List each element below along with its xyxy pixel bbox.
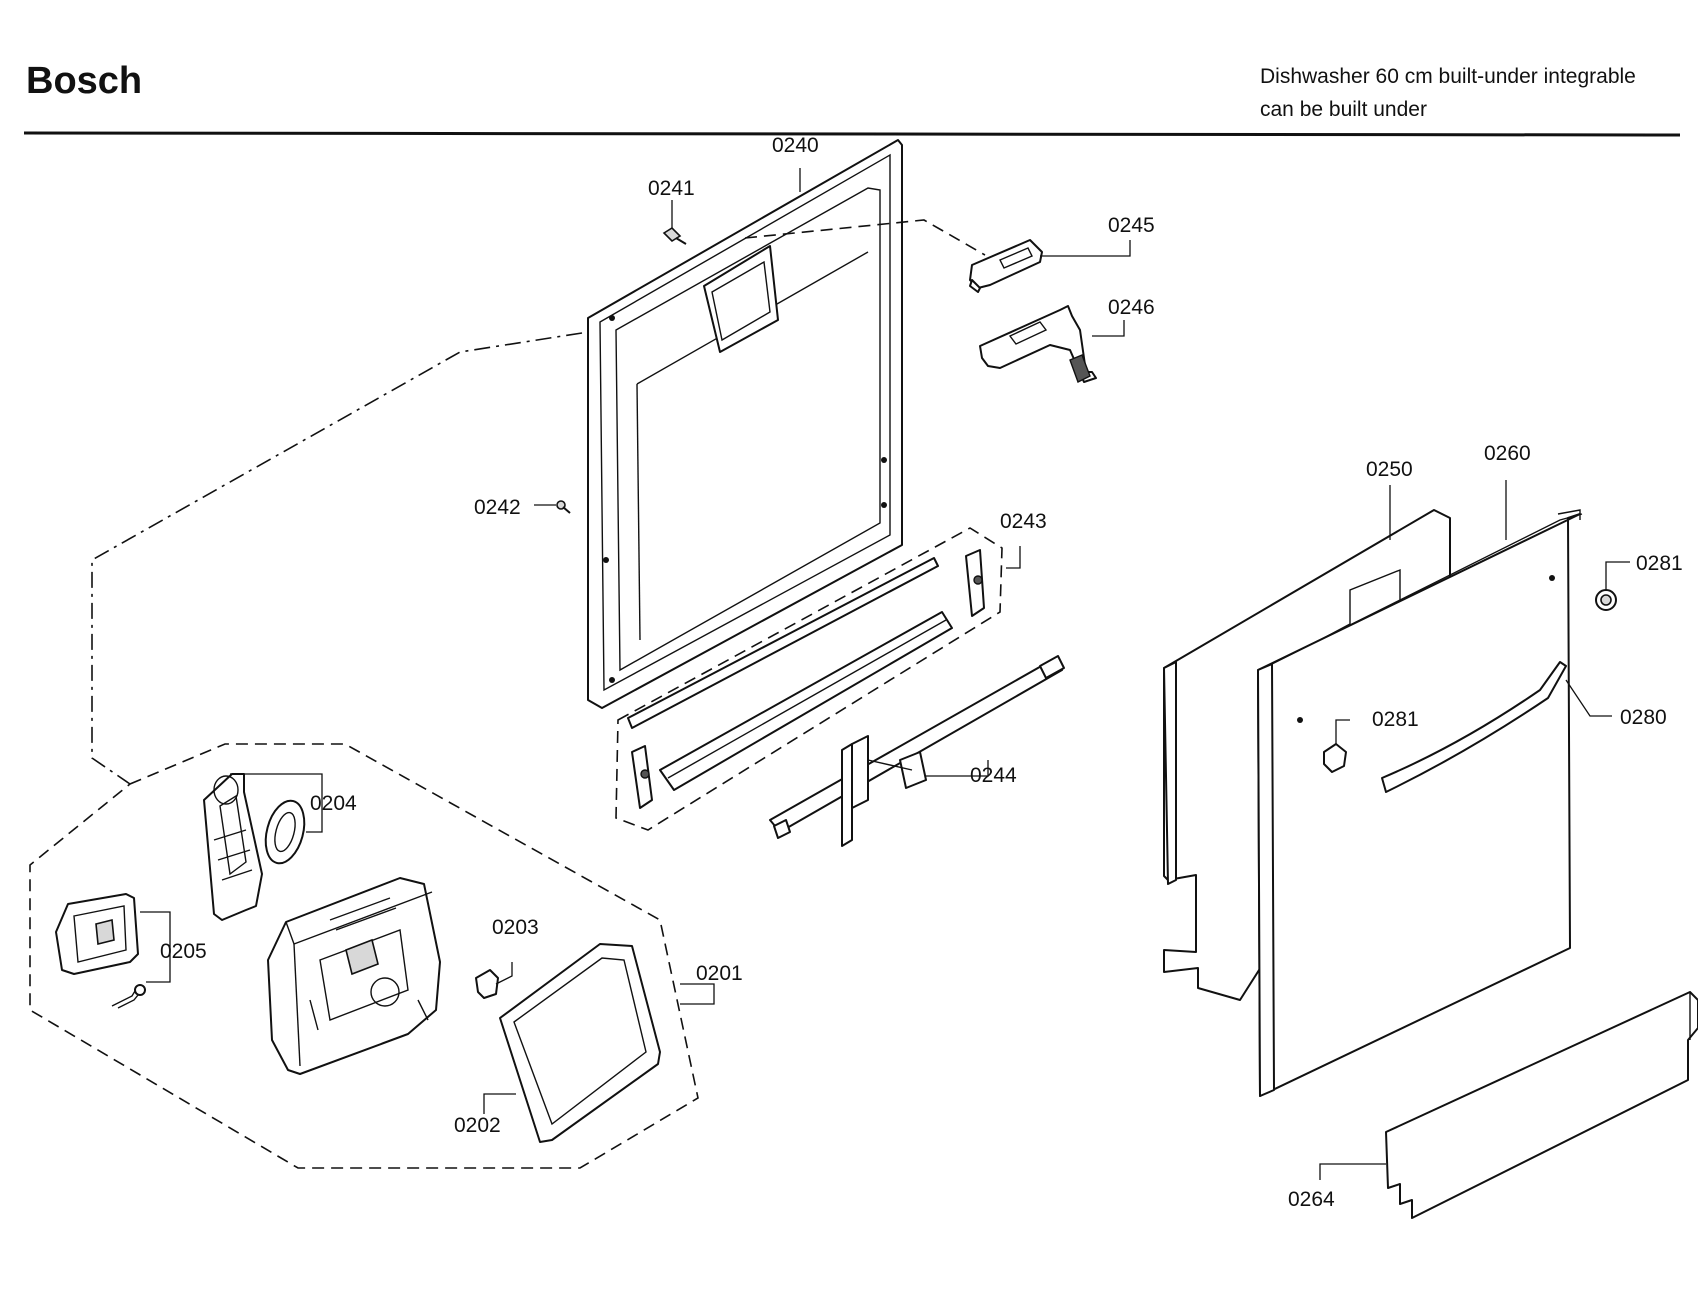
brand-title: Bosch bbox=[26, 60, 142, 102]
screw-0242 bbox=[556, 500, 571, 514]
leader-lines bbox=[140, 168, 1630, 1180]
model-description-line-1: Dishwasher 60 cm built-under integrable bbox=[1260, 65, 1636, 88]
rinse-aid-module bbox=[55, 893, 146, 1009]
callout-0264: 0264 bbox=[1288, 1188, 1335, 1211]
detergent-dispenser bbox=[267, 877, 441, 1075]
door-handle bbox=[1381, 661, 1567, 793]
dispenser-group-outline bbox=[29, 743, 699, 1169]
callout-0250: 0250 bbox=[1366, 458, 1413, 481]
toe-kick-panel bbox=[1385, 991, 1698, 1219]
hinge-bar bbox=[769, 655, 1065, 847]
callout-0242: 0242 bbox=[474, 496, 521, 519]
handle-end-cap-top bbox=[1595, 589, 1617, 611]
outer-door-panel-0260 bbox=[1257, 509, 1583, 1097]
callout-0245: 0245 bbox=[1108, 214, 1155, 237]
callout-0243: 0243 bbox=[1000, 510, 1047, 533]
door-latch bbox=[969, 239, 1043, 293]
callout-0205: 0205 bbox=[160, 940, 207, 963]
callout-0246: 0246 bbox=[1108, 296, 1155, 319]
callout-0202: 0202 bbox=[454, 1114, 501, 1137]
dispenser-seal-frame bbox=[499, 943, 661, 1143]
latch-bracket bbox=[979, 305, 1097, 383]
callout-0260: 0260 bbox=[1484, 442, 1531, 465]
callout-0244: 0244 bbox=[970, 764, 1017, 787]
door-assembly-outline bbox=[91, 332, 583, 785]
vent-housing bbox=[203, 773, 263, 921]
header-rule bbox=[23, 131, 1681, 137]
vent-seal bbox=[264, 799, 306, 865]
callout-0240: 0240 bbox=[772, 134, 819, 157]
model-description-line-2: can be built under bbox=[1260, 98, 1427, 121]
latch-guide-line bbox=[744, 219, 986, 256]
callout-0203: 0203 bbox=[492, 916, 539, 939]
callout-0241: 0241 bbox=[648, 177, 695, 200]
callout-0201: 0201 bbox=[696, 962, 743, 985]
callout-0204: 0204 bbox=[310, 792, 357, 815]
callout-0280: 0280 bbox=[1620, 706, 1667, 729]
bottom-trim-strip bbox=[627, 549, 985, 809]
inner-door-panel bbox=[587, 139, 903, 709]
dispenser-knob bbox=[475, 969, 499, 999]
screw-0241 bbox=[662, 226, 687, 245]
trim-group-outline bbox=[615, 527, 1003, 831]
callout-0281-left: 0281 bbox=[1372, 708, 1419, 731]
callout-0281-top: 0281 bbox=[1636, 552, 1683, 575]
